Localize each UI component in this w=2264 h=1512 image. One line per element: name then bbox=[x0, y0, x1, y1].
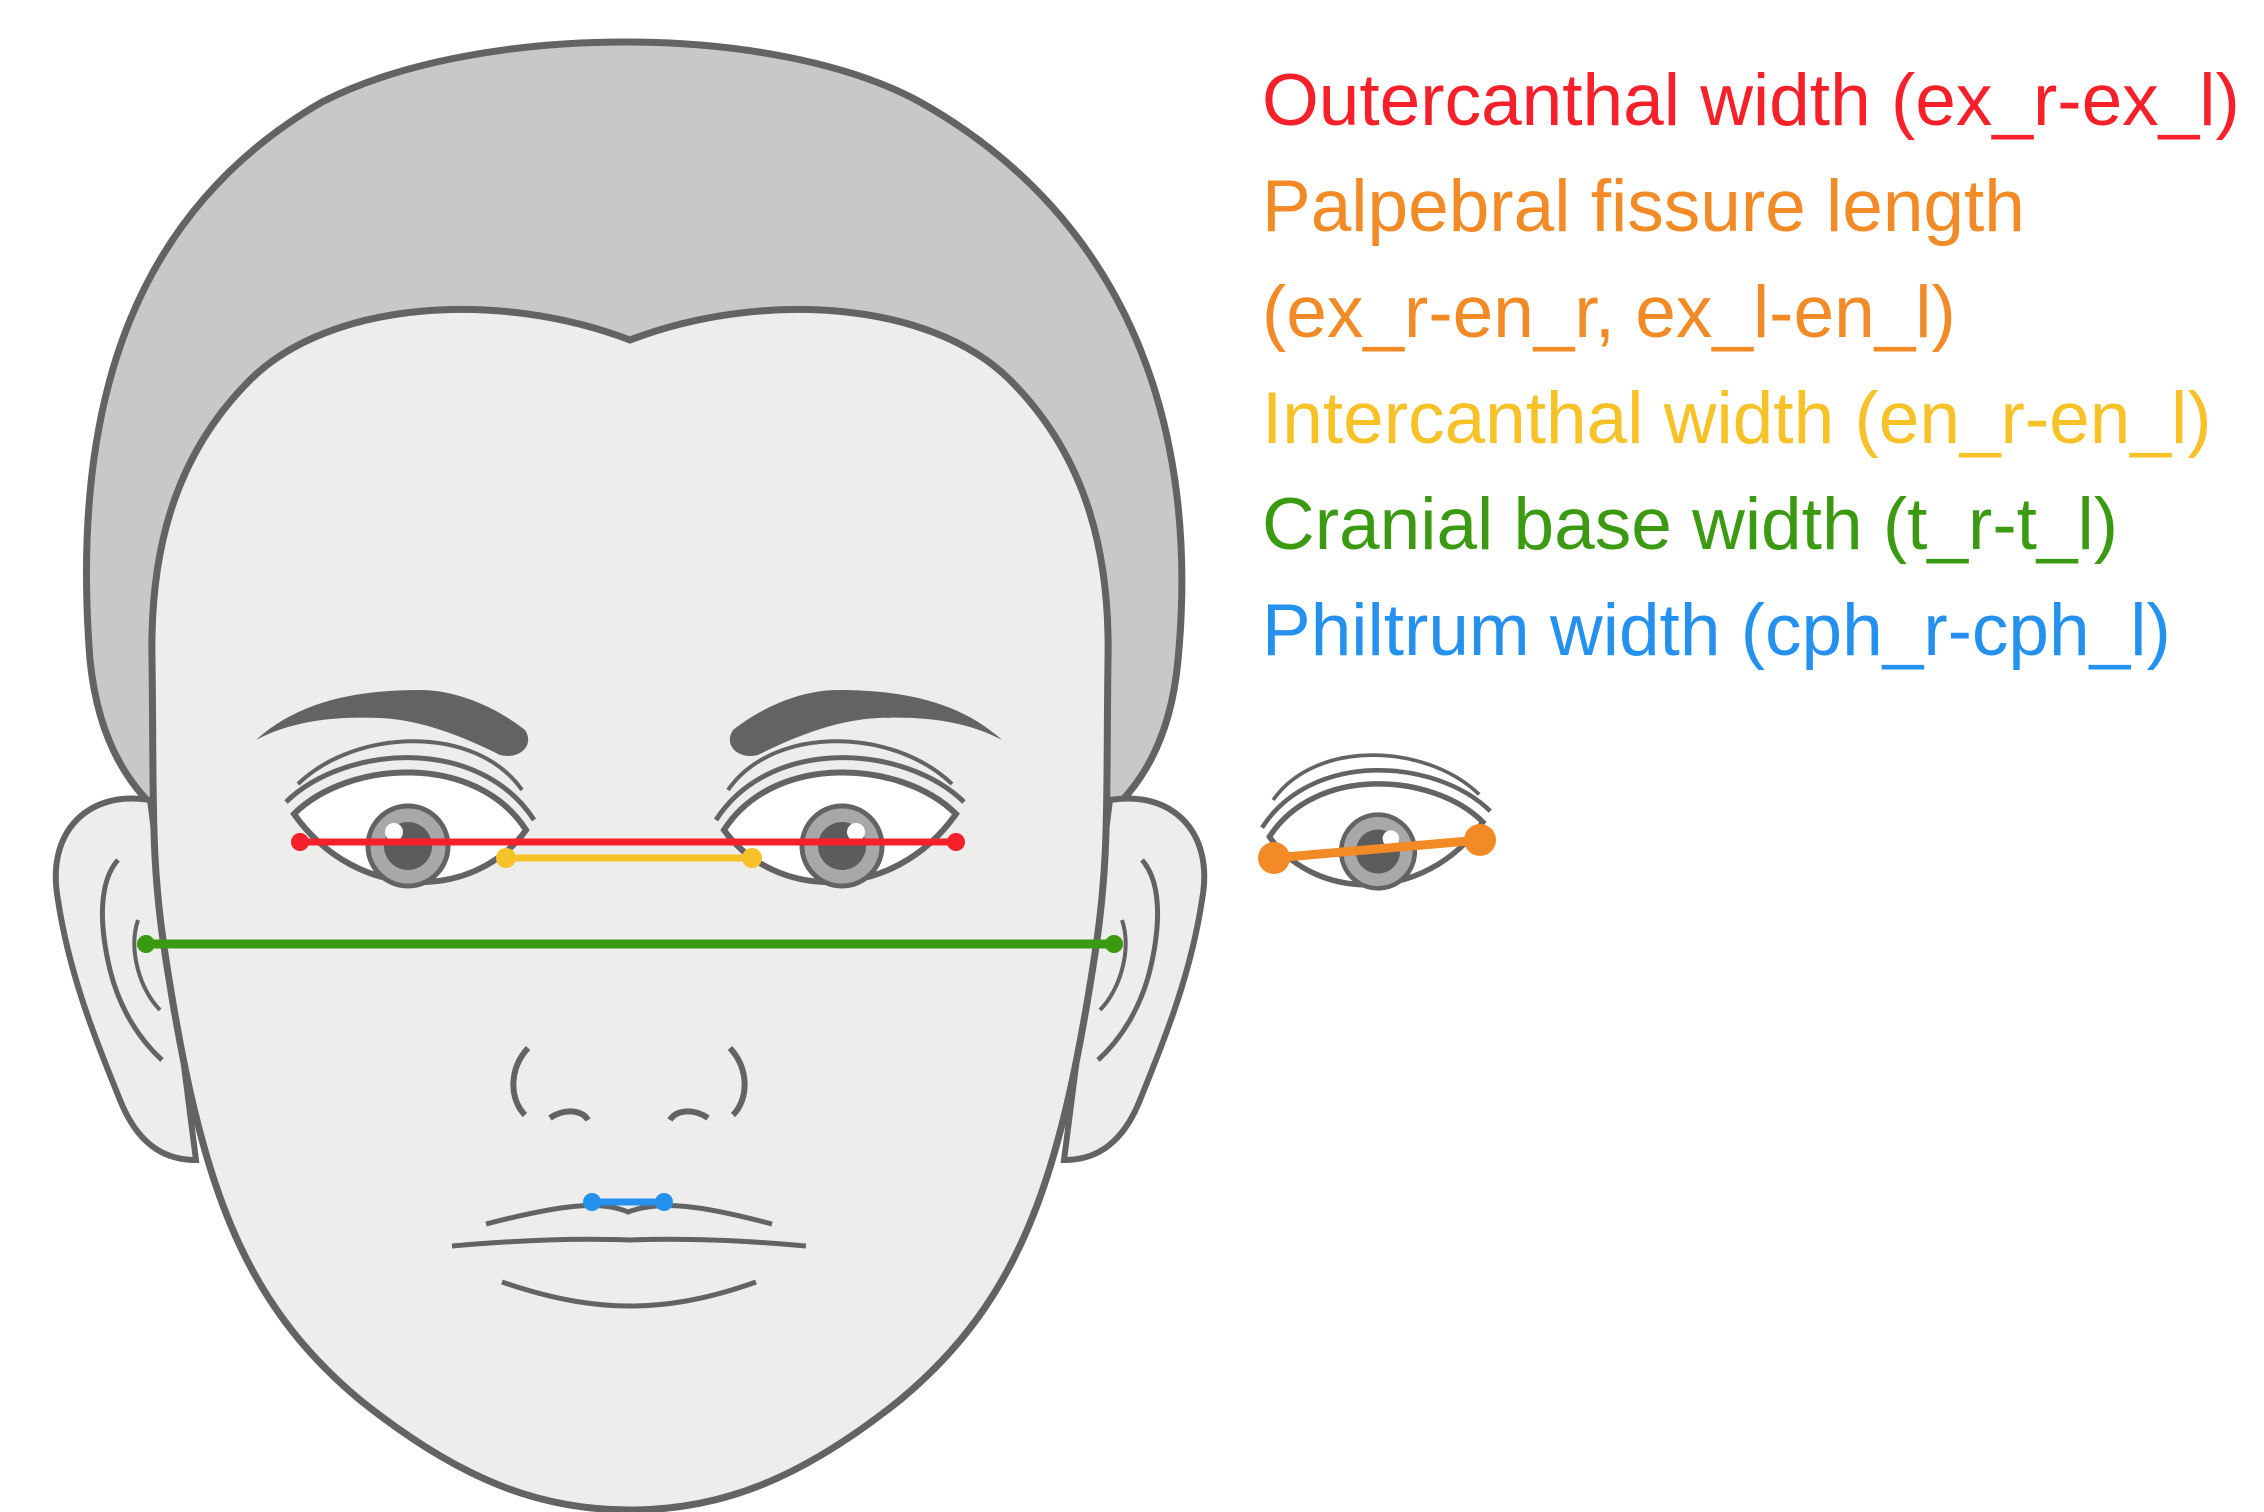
cph-r-point bbox=[583, 1193, 601, 1211]
legend-philtrum: Philtrum width (cph_r-cph_l) bbox=[1262, 578, 2240, 684]
en-r-point bbox=[496, 848, 516, 868]
legend: Outercanthal width (ex_r-ex_l) Palpebral… bbox=[1262, 48, 2240, 684]
face bbox=[152, 309, 1108, 1510]
en-l-point bbox=[742, 848, 762, 868]
t-r-point bbox=[137, 935, 155, 953]
t-l-point bbox=[1105, 935, 1123, 953]
legend-cranial: Cranial base width (t_r-t_l) bbox=[1262, 472, 2240, 578]
legend-intercanthal: Intercanthal width (en_r-en_l) bbox=[1262, 366, 2240, 472]
detail-eye bbox=[1262, 755, 1490, 888]
cph-l-point bbox=[655, 1193, 673, 1211]
ex-r-point bbox=[291, 833, 309, 851]
ex-point bbox=[1258, 842, 1290, 874]
legend-outercanthal: Outercanthal width (ex_r-ex_l) bbox=[1262, 48, 2240, 154]
legend-palpebral-1: Palpebral fissure length bbox=[1262, 154, 2240, 260]
legend-palpebral-2: (ex_r-en_r, ex_l-en_l) bbox=[1262, 260, 2240, 366]
ex-l-point bbox=[947, 833, 965, 851]
en-point bbox=[1464, 824, 1496, 856]
